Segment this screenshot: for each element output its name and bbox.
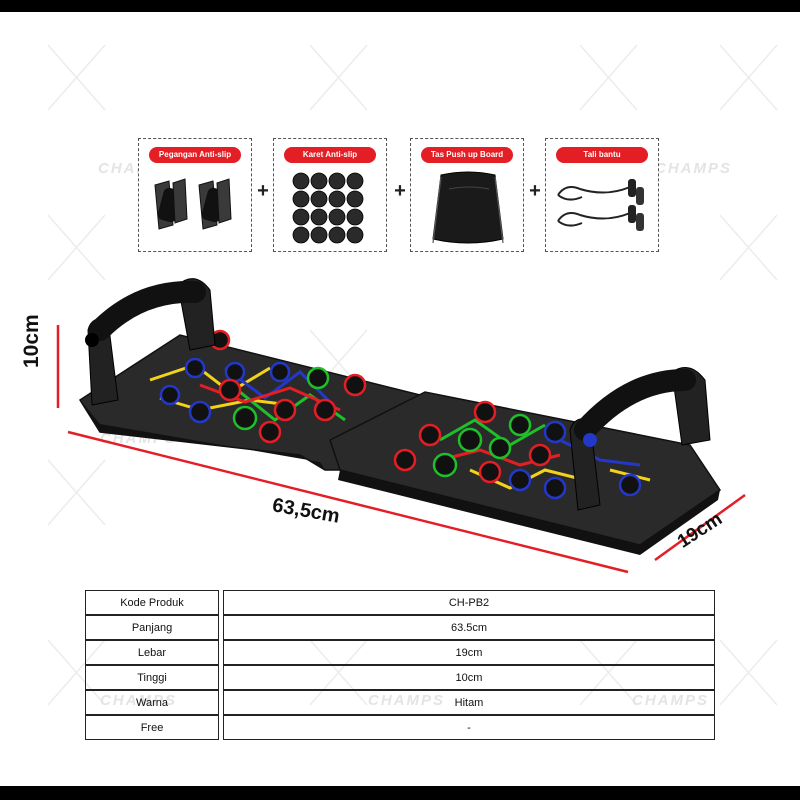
rubber-pads-icon xyxy=(292,172,364,244)
bottom-border xyxy=(0,786,800,800)
height-dimension-label: 10cm xyxy=(20,314,43,368)
handles-icon xyxy=(154,178,232,230)
spec-key: Lebar xyxy=(85,640,219,665)
spec-key: Kode Produk xyxy=(85,590,219,615)
spec-value: 10cm xyxy=(223,665,715,690)
spec-key: Panjang xyxy=(85,615,219,640)
table-row: Panjang 63.5cm xyxy=(85,615,715,640)
plus-sign: + xyxy=(394,180,406,202)
accessory-label: Pegangan Anti-slip xyxy=(149,147,241,163)
table-row: Tinggi 10cm xyxy=(85,665,715,690)
plus-sign: + xyxy=(529,180,541,202)
spec-value: Hitam xyxy=(223,690,715,715)
spec-value: CH-PB2 xyxy=(223,590,715,615)
width-dimension-line xyxy=(654,493,746,562)
spec-value: 63.5cm xyxy=(223,615,715,640)
accessory-rubber-pads: Karet Anti-slip xyxy=(273,138,387,252)
spec-value: 19cm xyxy=(223,640,715,665)
spec-key: Warna xyxy=(85,690,219,715)
accessory-bag: Tas Push up Board xyxy=(410,138,524,252)
top-border xyxy=(0,0,800,12)
accessory-label: Tali bantu xyxy=(556,147,648,163)
accessory-handles: Pegangan Anti-slip xyxy=(138,138,252,252)
bag-icon xyxy=(432,171,504,244)
accessory-label: Tas Push up Board xyxy=(421,147,513,163)
resistance-band-icon xyxy=(557,179,644,231)
spec-key: Free xyxy=(85,715,219,740)
plus-sign: + xyxy=(257,180,269,202)
table-row: Kode Produk CH-PB2 xyxy=(85,590,715,615)
spec-key: Tinggi xyxy=(85,665,219,690)
spec-table: Kode Produk CH-PB2 Panjang 63.5cm Lebar … xyxy=(85,590,715,740)
table-row: Lebar 19cm xyxy=(85,640,715,665)
accessory-label: Karet Anti-slip xyxy=(284,147,376,163)
spec-value: - xyxy=(223,715,715,740)
length-dimension-line xyxy=(67,430,629,574)
accessory-resistance-band: Tali bantu xyxy=(545,138,659,252)
table-row: Free - xyxy=(85,715,715,740)
table-row: Warna Hitam xyxy=(85,690,715,715)
